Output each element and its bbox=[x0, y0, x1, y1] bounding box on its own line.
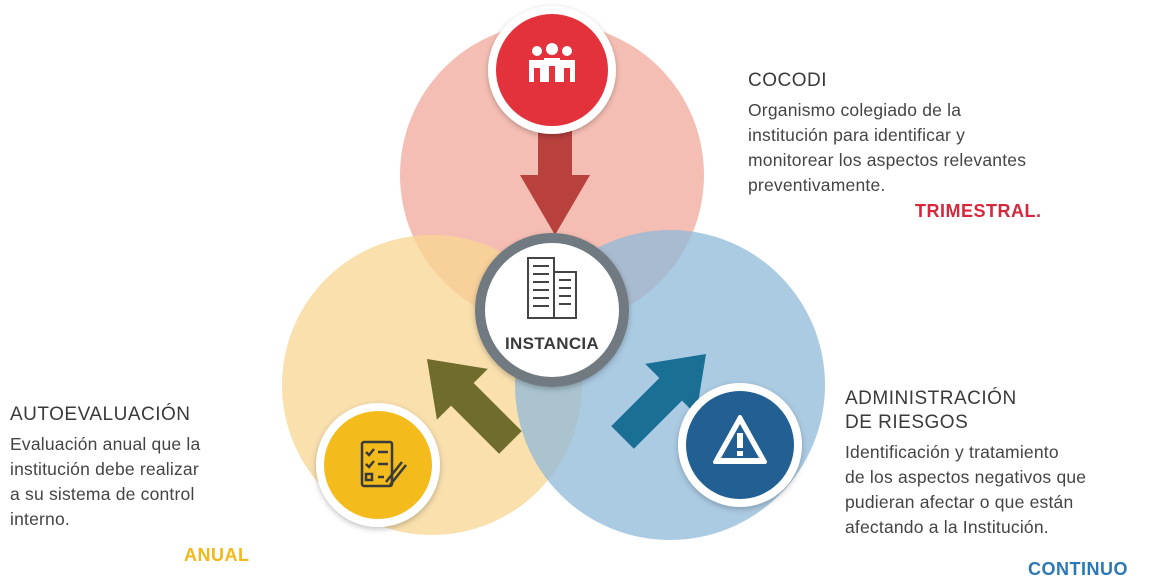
autoevaluacion-line-4: interno. bbox=[10, 509, 70, 529]
autoevaluacion-line-3: a su sistema de control bbox=[10, 484, 195, 504]
riesgos-title-1: ADMINISTRACIÓN bbox=[845, 388, 1017, 409]
cocodi-title: COCODI bbox=[748, 70, 827, 91]
riesgos-line-1: Identificación y tratamiento bbox=[845, 442, 1059, 462]
center-circle bbox=[475, 233, 629, 387]
cocodi-line-3: monitorear los aspectos relevantes bbox=[748, 150, 1027, 170]
riesgos-line-2: de los aspectos negativos que bbox=[845, 467, 1087, 487]
autoevaluacion-block: AUTOEVALUACIÓN Evaluación anual que la i… bbox=[10, 404, 290, 532]
autoevaluacion-title: AUTOEVALUACIÓN bbox=[10, 404, 191, 425]
green-arrow bbox=[426, 358, 522, 454]
cocodi-description: Organismo colegiado de la institución pa… bbox=[748, 98, 1088, 198]
cocodi-line-4: preventivamente. bbox=[748, 175, 886, 195]
riesgos-line-4: afectando a la Institución. bbox=[845, 517, 1049, 537]
cocodi-line-1: Organismo colegiado de la bbox=[748, 100, 962, 120]
warning-icon bbox=[713, 415, 767, 464]
cocodi-line-2: institución para identificar y bbox=[748, 125, 966, 145]
autoevaluacion-line-1: Evaluación anual que la bbox=[10, 434, 201, 454]
center-label: INSTANCIA bbox=[505, 334, 599, 353]
cocodi-badge bbox=[488, 6, 616, 134]
autoevaluacion-frequency: ANUAL bbox=[184, 545, 250, 565]
building-icon bbox=[527, 257, 577, 319]
autoevaluacion-line-2: institución debe realizar bbox=[10, 459, 199, 479]
riesgos-title-2: DE RIESGOS bbox=[845, 412, 969, 433]
checklist-icon bbox=[360, 440, 407, 488]
riesgos-frequency: CONTINUO bbox=[1028, 559, 1128, 579]
riesgos-block: ADMINISTRACIÓN DE RIESGOS Identificación… bbox=[845, 388, 1145, 540]
cocodi-frequency: TRIMESTRAL. bbox=[915, 201, 1042, 221]
blue-arrow bbox=[611, 353, 707, 449]
autoevaluacion-description: Evaluación anual que la institución debe… bbox=[10, 432, 290, 532]
riesgos-description: Identificación y tratamiento de los aspe… bbox=[845, 440, 1145, 540]
group-people-icon bbox=[529, 43, 575, 82]
riesgos-line-3: pudieran afectar o que están bbox=[845, 492, 1074, 512]
cocodi-block: COCODI Organismo colegiado de la institu… bbox=[748, 70, 1088, 198]
